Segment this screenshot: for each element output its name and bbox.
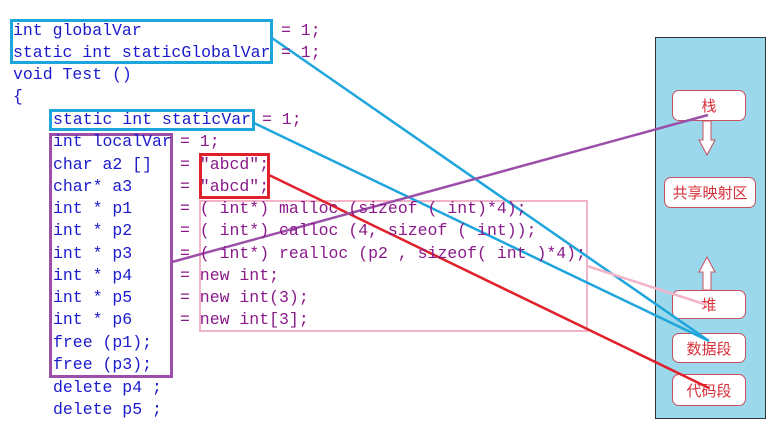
code-line-rhs: = ( int*) malloc (sizeof ( int)*4); [180,199,527,218]
local-to-stack-line [171,113,709,264]
static-to-data-line [253,121,710,343]
code-line-lhs: static int staticGlobalVar [13,43,271,62]
code-line-lhs: int * p3 [53,244,133,263]
local-vars-box [49,133,173,378]
code-line-lhs: int * p1 [53,199,133,218]
code-line-lhs: int * p6 [53,310,133,329]
code-line-rhs: = ( int*) realloc (p2 , sizeof( int )*4)… [180,244,586,263]
code-line-lhs: void Test () [13,65,132,84]
segment-stack: 栈 [672,90,746,121]
global-to-data-line [271,36,710,343]
code-line-rhs: = "abcd"; [180,177,270,196]
code-line-lhs: int * p5 [53,288,133,307]
code-line-rhs: = new int; [180,266,280,285]
code-line-rhs: = 1; [262,110,302,129]
code-line-rhs: = 1; [180,132,220,151]
code-line-rhs: = "abcd"; [180,155,270,174]
static-var-box [49,109,255,131]
heap-grows-up-arrow-icon [698,255,716,291]
code-line-rhs: = new int(3); [180,288,309,307]
segment-shared-mapping: 共享映射区 [664,177,756,208]
code-line-lhs: int localVar [53,132,172,151]
segment-data: 数据段 [672,333,746,363]
segment-code: 代码段 [672,374,746,406]
code-line-lhs: int * p2 [53,221,133,240]
heap-to-heap-line [586,264,708,307]
code-line-rhs: = new int[3]; [180,310,309,329]
code-line-lhs: static int staticVar [53,110,252,129]
string-literal-box [199,153,270,199]
code-line-lhs: char* a3 [53,177,133,196]
literal-to-code-line [268,173,710,390]
code-line-lhs: int * p4 [53,266,133,285]
code-line-lhs: free (p1); [53,333,153,352]
code-line-rhs: = 1; [281,43,321,62]
stack-grows-down-arrow-icon [698,120,716,157]
code-line-lhs: delete p5 ; [53,400,162,419]
code-line-lhs: free (p3); [53,355,153,374]
global-vars-box [10,19,273,64]
code-line-rhs: = ( int*) calloc (4, sizeof ( int)); [180,221,537,240]
code-line-rhs: = 1; [281,21,321,40]
code-line-lhs: { [13,87,23,106]
code-line-lhs: int globalVar [13,21,142,40]
code-line-lhs: char a2 [] [53,155,153,174]
code-line-lhs: delete p4 ; [53,378,162,397]
